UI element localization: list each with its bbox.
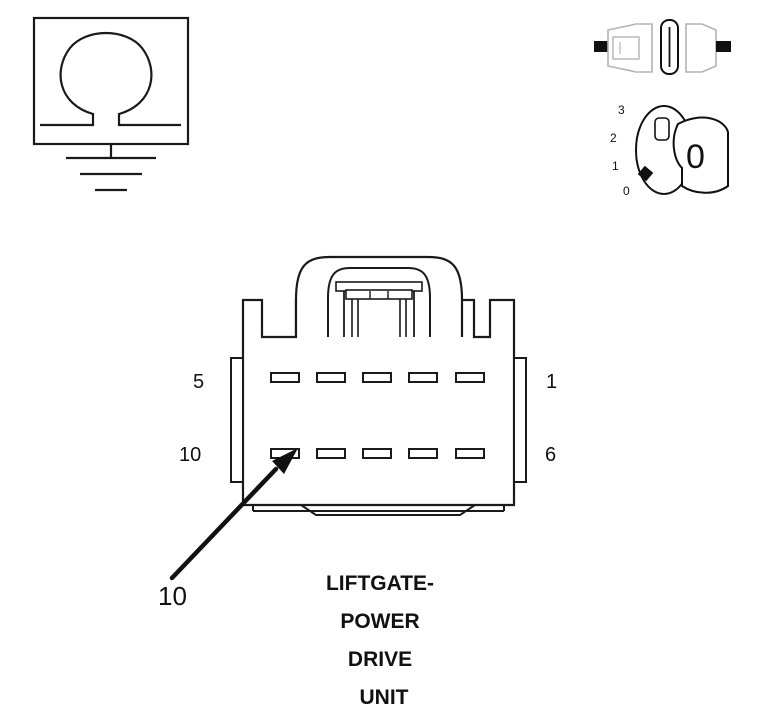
connector-face <box>230 298 527 516</box>
connector-disconnect-icon <box>594 19 731 75</box>
ignition-position-3: 3 <box>618 103 625 117</box>
pin-row-bottom <box>270 448 485 459</box>
title-line-1: LIFTGATE- <box>326 572 434 595</box>
ignition-key-value: 0 <box>686 138 705 176</box>
pin-cavity-8 <box>362 448 392 459</box>
pin-label-6: 6 <box>545 444 556 466</box>
connector-title: LIFTGATE- POWER DRIVE UNIT <box>326 572 434 709</box>
ignition-position-2: 2 <box>610 131 617 145</box>
ignition-position-1: 1 <box>612 159 619 173</box>
ignition-position-0: 0 <box>623 184 630 198</box>
ohm-symbol-icon <box>40 31 181 127</box>
pin-cavity-4 <box>316 372 346 383</box>
title-line-3: DRIVE <box>348 648 412 671</box>
ohm-meter-icon <box>32 16 190 146</box>
pin-cavity-3 <box>362 372 392 383</box>
pin-label-5: 5 <box>193 371 204 393</box>
callout-arrow <box>169 448 298 581</box>
ignition-key-icon: 3 2 1 0 0 <box>610 103 729 198</box>
pin-cavity-2 <box>408 372 438 383</box>
pin-cavity-7 <box>408 448 438 459</box>
title-line-2: POWER <box>340 610 419 633</box>
pin-row-top <box>270 372 485 383</box>
pin-cavity-6 <box>455 448 485 459</box>
pin-cavity-9 <box>316 448 346 459</box>
pin-label-1: 1 <box>546 371 557 393</box>
right-side-latch <box>513 357 527 483</box>
pin-cavity-5 <box>270 372 300 383</box>
connector-lock-tab <box>294 255 464 337</box>
pin-label-10: 10 <box>179 444 201 466</box>
callout-label: 10 <box>158 581 187 611</box>
ground-icon <box>66 144 156 192</box>
pin-cavity-1 <box>455 372 485 383</box>
left-side-latch <box>230 357 244 483</box>
title-line-4: UNIT <box>360 686 409 709</box>
